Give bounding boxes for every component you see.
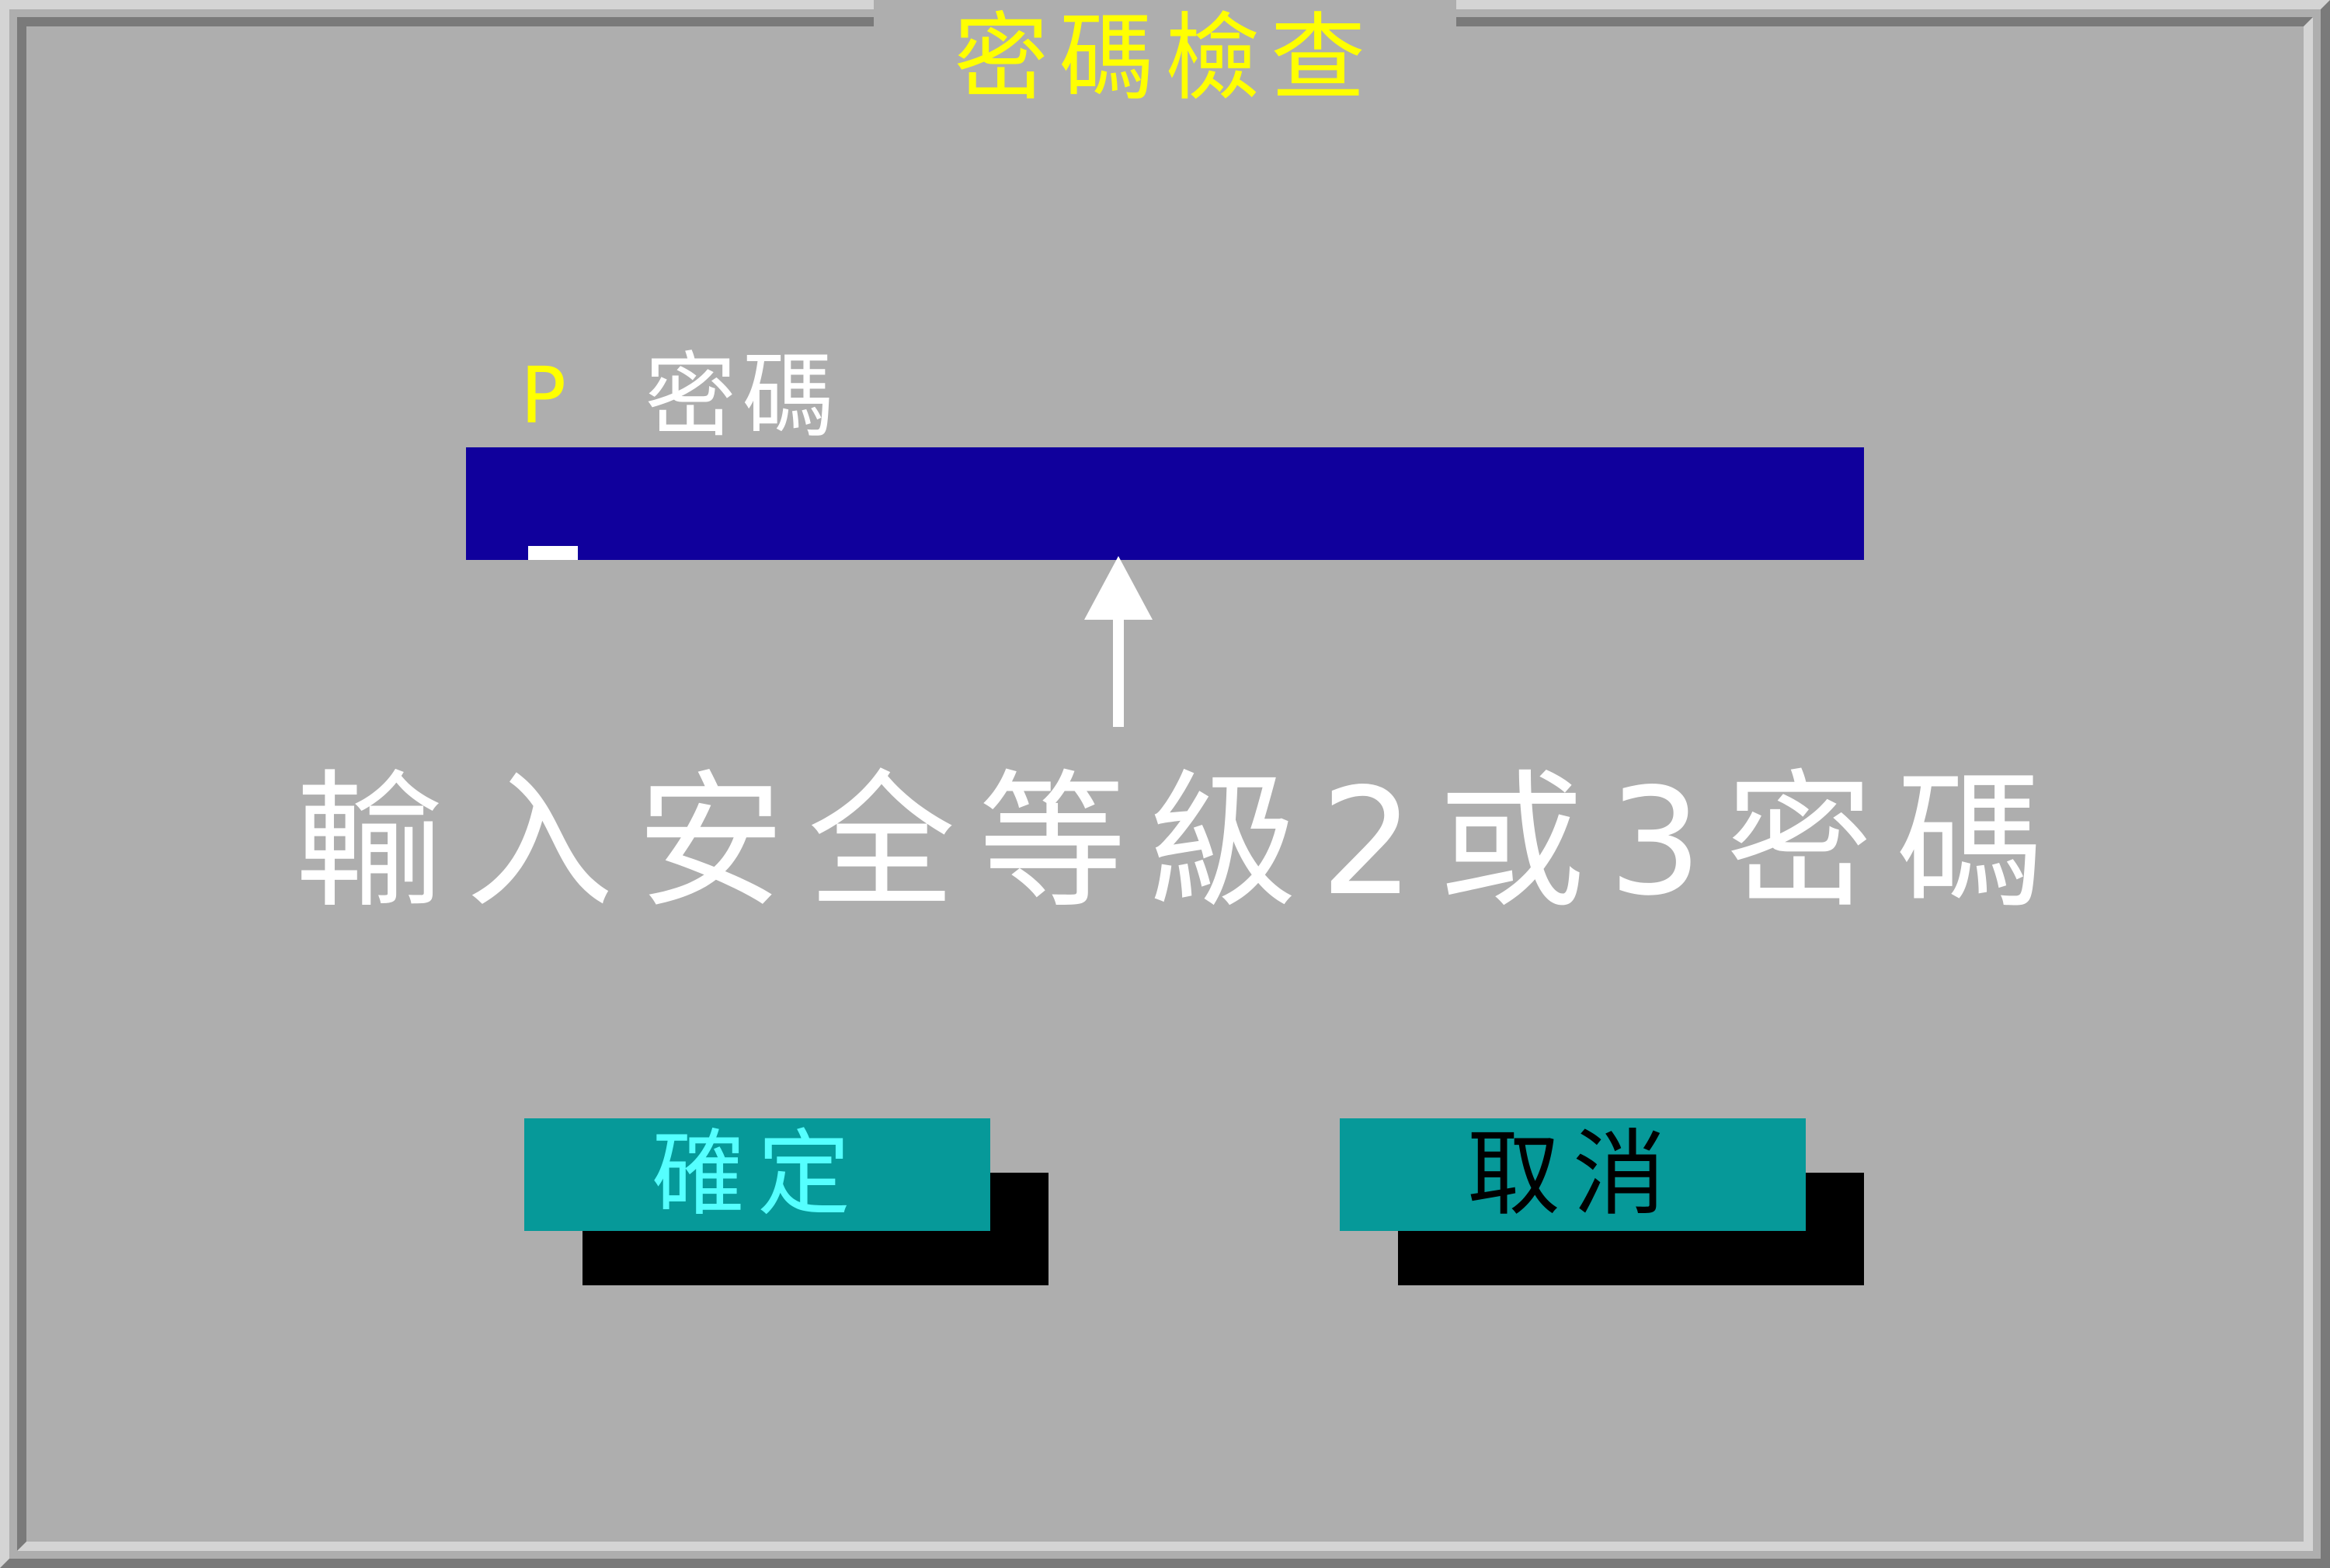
- text-cursor: [528, 546, 578, 560]
- password-input[interactable]: [466, 447, 1864, 560]
- cancel-button[interactable]: 取消: [1340, 1118, 1806, 1231]
- dialog-title: 密碼檢查: [954, 3, 1376, 113]
- title-gap: [874, 0, 1456, 47]
- up-arrow-icon: [1084, 556, 1153, 727]
- password-field-label: 密碼: [645, 342, 841, 450]
- security-level-hint: 輸入安全等級2或3密碼: [295, 756, 2067, 928]
- ok-button[interactable]: 確定: [524, 1118, 990, 1231]
- field-shortcut-key: P: [520, 350, 568, 441]
